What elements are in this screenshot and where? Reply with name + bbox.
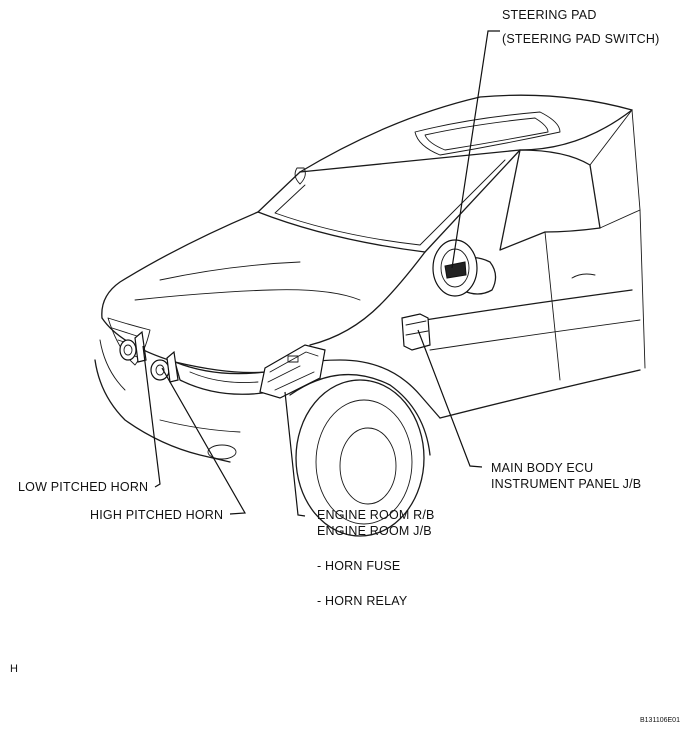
high-pitched-horn-part: [150, 350, 179, 383]
label-main-body-ecu: MAIN BODY ECU: [491, 461, 594, 475]
label-instrument-panel-jb: INSTRUMENT PANEL J/B: [491, 477, 642, 491]
figure-code: B131106E01: [640, 717, 680, 724]
label-high-pitched-horn: HIGH PITCHED HORN: [90, 508, 224, 522]
label-horn-relay: - HORN RELAY: [317, 594, 408, 608]
label-low-pitched-horn: LOW PITCHED HORN: [18, 480, 149, 494]
label-steering-pad: STEERING PAD: [502, 8, 597, 22]
engine-room-box-part: [259, 344, 326, 399]
label-horn-fuse: - HORN FUSE: [317, 559, 401, 573]
label-steering-pad-switch: (STEERING PAD SWITCH): [502, 32, 660, 46]
low-pitched-horn-part: [119, 330, 147, 363]
main-body-ecu-part: [401, 313, 431, 351]
page-marker: H: [10, 663, 19, 675]
leader-lines: [142, 30, 500, 517]
steering-pad-part: [432, 239, 478, 297]
label-engine-room-rb: ENGINE ROOM R/B: [317, 508, 435, 522]
label-engine-room-jb: ENGINE ROOM J/B: [317, 524, 432, 538]
